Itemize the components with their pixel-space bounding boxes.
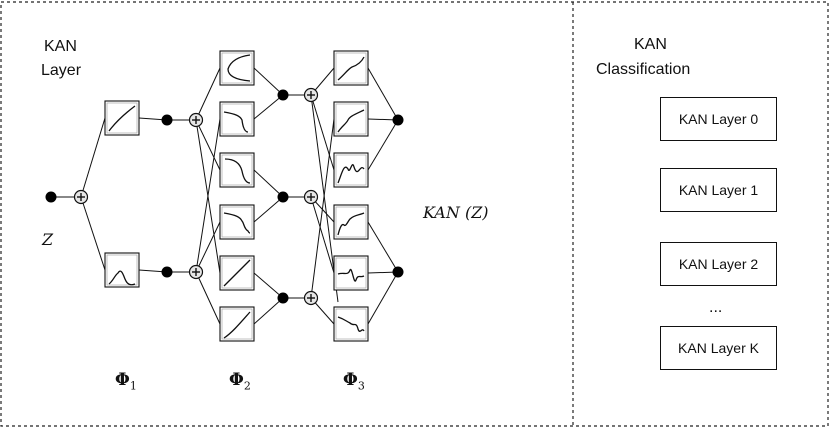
output-node-b bbox=[392, 266, 404, 278]
phi2-activation-4 bbox=[219, 204, 255, 240]
output-label-kan-z: KAN (Z) bbox=[423, 203, 489, 222]
kan-layer-1-box: KAN Layer 1 bbox=[660, 168, 777, 212]
connection-line bbox=[367, 67, 399, 121]
phi1-activation-2-curve bbox=[108, 270, 136, 286]
phi2-activation-1 bbox=[219, 50, 255, 86]
phi2-activation-2-inner bbox=[221, 103, 253, 135]
input-label-z: Z bbox=[42, 230, 54, 249]
phi2-activation-5-curve bbox=[223, 259, 251, 287]
phi3-activation-4-curve bbox=[337, 212, 365, 236]
connection-line bbox=[195, 271, 221, 325]
phi1-activation-2 bbox=[104, 252, 140, 288]
connection-line bbox=[195, 119, 221, 171]
phi3-activation-5-curve bbox=[337, 268, 365, 282]
kan-layer-title-line1: KAN bbox=[44, 38, 77, 55]
connection-line bbox=[253, 169, 284, 198]
phi2-activation-4-curve bbox=[223, 212, 251, 234]
connection-line bbox=[253, 272, 284, 299]
connection-line bbox=[310, 94, 335, 171]
connection-line bbox=[367, 221, 399, 273]
connection-line bbox=[310, 118, 335, 299]
phi2-activation-2-curve bbox=[223, 111, 249, 133]
phi2-activation-6 bbox=[219, 306, 255, 342]
connection-line bbox=[195, 119, 221, 274]
phi2-activation-1-inner bbox=[221, 52, 253, 84]
phi2-activation-3 bbox=[219, 152, 255, 188]
phi3-activation-2-inner bbox=[335, 103, 367, 135]
node-layer2-c bbox=[277, 292, 289, 304]
kan-layer-title-line2: Layer bbox=[41, 62, 82, 79]
phi3-activation-3 bbox=[333, 152, 369, 188]
node-layer2-a bbox=[277, 89, 289, 101]
phi-1-label: Φ1 bbox=[115, 370, 137, 393]
phi2-activation-3-inner bbox=[221, 154, 253, 186]
node-layer1-a bbox=[161, 114, 173, 126]
phi3-activation-6-inner bbox=[335, 308, 367, 340]
connection-line bbox=[80, 196, 106, 271]
layer-ellipsis: ... bbox=[709, 299, 723, 316]
phi3-activation-3-inner bbox=[335, 154, 367, 186]
connection-line bbox=[80, 117, 106, 198]
phi1-activation-1-inner bbox=[106, 102, 138, 134]
phi2-activation-6-inner bbox=[221, 308, 253, 340]
phi3-activation-1-inner bbox=[335, 52, 367, 84]
connection-line bbox=[253, 297, 284, 325]
phi3-activation-4 bbox=[333, 204, 369, 240]
phi2-activation-1-curve bbox=[227, 54, 251, 82]
connection-line bbox=[253, 67, 284, 96]
connection-line bbox=[253, 94, 284, 120]
phi3-activation-5-inner bbox=[335, 257, 367, 289]
node-layer2-b bbox=[277, 191, 289, 203]
node-layer1-b bbox=[161, 266, 173, 278]
phi2-activation-6-curve bbox=[223, 311, 251, 339]
kan-layer-k-box: KAN Layer K bbox=[660, 326, 777, 370]
phi3-activation-2-curve bbox=[337, 109, 365, 133]
kan-layer-2-box: KAN Layer 2 bbox=[660, 242, 777, 286]
connection-line bbox=[367, 119, 399, 171]
phi-3-label: Φ3 bbox=[343, 370, 365, 393]
phi2-activation-4-inner bbox=[221, 206, 253, 238]
phi1-activation-2-inner bbox=[106, 254, 138, 286]
connection-line bbox=[195, 221, 221, 273]
connection-line bbox=[253, 196, 284, 223]
kan-classification-title-line1: KAN bbox=[634, 36, 667, 53]
connection-line bbox=[195, 67, 221, 121]
connection-line bbox=[310, 196, 335, 274]
phi-2-label: Φ2 bbox=[229, 370, 251, 393]
phi3-activation-3-curve bbox=[337, 164, 365, 184]
phi3-activation-6-curve bbox=[337, 316, 365, 332]
kan-classification-title-line2: Classification bbox=[596, 61, 691, 78]
phi1-activation-1-curve bbox=[108, 105, 136, 132]
connection-line bbox=[367, 271, 399, 325]
kan-layer-0-box: KAN Layer 0 bbox=[660, 97, 777, 141]
phi3-activation-1-curve bbox=[337, 56, 365, 81]
phi3-activation-5 bbox=[333, 255, 369, 291]
phi2-activation-5-inner bbox=[221, 257, 253, 289]
phi3-activation-4-inner bbox=[335, 206, 367, 238]
input-node bbox=[45, 191, 57, 203]
phi2-activation-2 bbox=[219, 101, 255, 137]
phi2-activation-3-curve bbox=[224, 158, 251, 184]
output-node-a bbox=[392, 114, 404, 126]
